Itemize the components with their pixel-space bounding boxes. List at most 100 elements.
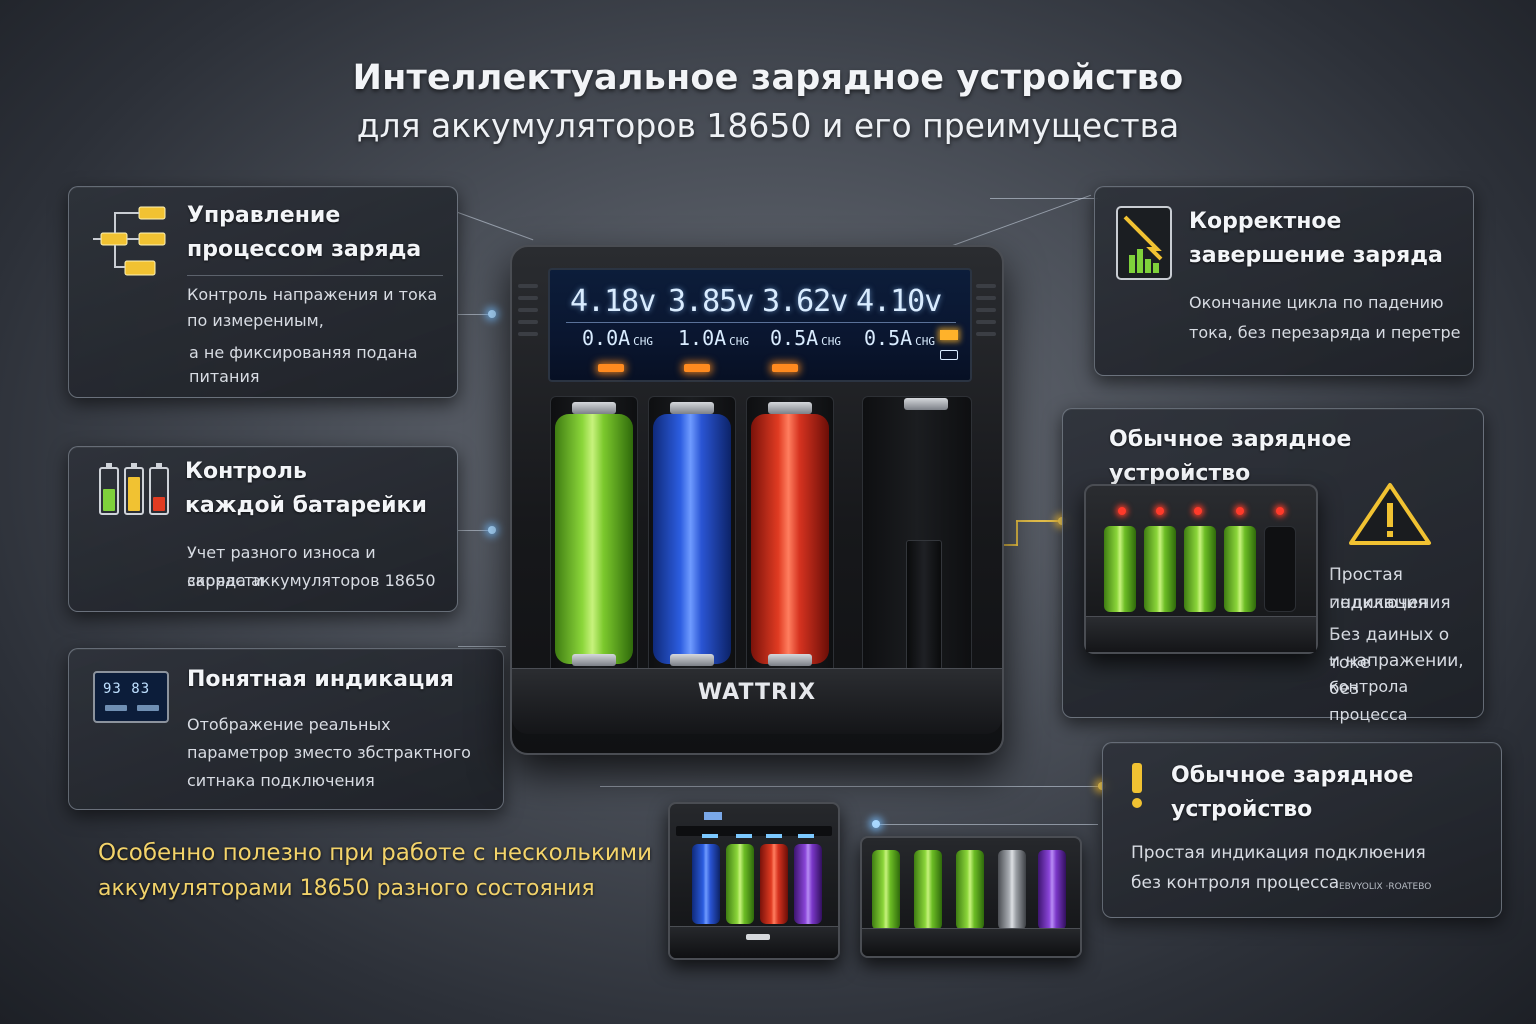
panel-title: Корректное — [1189, 209, 1342, 234]
led-strip — [798, 834, 814, 838]
page-subtitle: для аккумуляторов 18650 и его преимущест… — [356, 106, 1180, 145]
lcd-screen — [548, 268, 972, 382]
battery-cell — [1144, 526, 1176, 612]
battery-cell — [998, 850, 1026, 930]
connector-line — [949, 194, 1092, 247]
battery-blue — [653, 414, 731, 664]
battery-cell — [726, 844, 754, 924]
highlight-text: аккумуляторами 18650 разного состояния — [98, 876, 595, 901]
current-value: 1.0A — [678, 326, 727, 350]
panel-text: заряда аккумуляторов 18650 — [187, 571, 436, 590]
panel-text: без контроля процесса — [1131, 873, 1340, 893]
battery-terminal — [670, 402, 714, 414]
divider — [187, 275, 443, 276]
panel-text: и напражении, без — [1329, 651, 1464, 699]
panel-text: ситнака подключения — [187, 771, 375, 790]
vent — [518, 332, 538, 336]
battery-cell — [872, 850, 900, 930]
highlight-text: Особенно полезно при работе с нескольким… — [98, 840, 653, 866]
connector-line — [876, 824, 1098, 825]
panel-title: Обычное зарядное устройство — [1109, 427, 1352, 486]
battery-cell — [956, 850, 984, 930]
lcd-separator — [566, 322, 956, 323]
led-strip — [766, 834, 782, 838]
display-icon: 93 83 — [93, 671, 169, 723]
vent — [976, 284, 996, 288]
panel-text: Контроль напражения и тока — [187, 285, 438, 304]
battery-cell — [1184, 526, 1216, 612]
current-value: 0.5A — [864, 326, 913, 350]
brand-logo: WATTRIX — [697, 680, 817, 705]
battery-cell — [1224, 526, 1256, 612]
battery-cell — [1038, 850, 1066, 930]
panel-text: контрола процесса — [1329, 677, 1409, 724]
panel-title: процессом заряда — [187, 237, 422, 262]
status-label: CHG — [633, 335, 654, 348]
channel-led — [684, 364, 710, 372]
panel-text: а не фиксированяя подана — [189, 343, 418, 362]
battery-cell — [692, 844, 720, 924]
connector-dot — [488, 526, 496, 534]
page-title: Интеллектуальное зарядное устройство — [352, 58, 1184, 98]
empty-slot — [1264, 526, 1296, 612]
panel-title: Понятная индикация — [187, 667, 454, 692]
connector-line-gold — [1016, 520, 1018, 546]
battery-terminal — [904, 398, 948, 410]
connector-line — [600, 786, 1100, 787]
status-led — [1276, 507, 1284, 515]
battery-terminal — [572, 402, 616, 414]
panel-title: каждой батарейки — [185, 493, 427, 518]
panel-text: питания — [189, 367, 260, 386]
connector-line — [458, 530, 492, 531]
battery-cell — [1104, 526, 1136, 612]
panel-text: Учет разного износа и скорасти — [187, 543, 376, 590]
feature-panel-battery-control: Контроль каждой батарейки Учет разного и… — [68, 446, 458, 612]
connector-line — [458, 314, 492, 315]
warning-triangle-icon — [1349, 483, 1431, 545]
status-led — [1156, 507, 1164, 515]
status-led — [1236, 507, 1244, 515]
connector-line — [457, 212, 534, 241]
charge-complete-icon — [1116, 206, 1172, 280]
current-value: 0.5A — [770, 326, 819, 350]
flowchart-icon — [93, 206, 166, 276]
panel-title: завершение заряда — [1189, 243, 1443, 268]
vent — [976, 308, 996, 312]
status-label: CHG — [915, 335, 936, 348]
basic-charger-base — [862, 928, 1080, 956]
icon-digits: 93 83 — [103, 681, 151, 697]
connector-dot — [872, 820, 880, 828]
status-led — [1118, 507, 1126, 515]
channel-4-voltage: 4.10v — [856, 284, 942, 319]
slider-contact — [906, 540, 942, 670]
vent — [518, 308, 538, 312]
led-strip — [736, 834, 752, 838]
panel-text: подключения — [1329, 593, 1451, 613]
channel-2-voltage: 3.85v — [668, 284, 754, 319]
connector-line — [458, 646, 506, 647]
battery-terminal — [768, 402, 812, 414]
panel-title: Обычное зарядное — [1171, 763, 1414, 788]
panel-text: по измерениым, — [187, 311, 324, 330]
status-led — [1194, 507, 1202, 515]
panel-text: Отображение реальных — [187, 715, 391, 734]
lcd-indicator — [940, 330, 958, 340]
panel-text: Простая индикация — [1329, 565, 1428, 613]
channel-1-voltage: 4.18v — [570, 284, 656, 319]
footnote: EBVYOLIX ·ROATEBO — [1339, 882, 1432, 892]
vent — [518, 320, 538, 324]
panel-text: Простая индикация подклюения — [1131, 843, 1426, 863]
status-label: CHG — [729, 335, 750, 348]
channel-led — [598, 364, 624, 372]
battery-terminal — [768, 654, 812, 666]
vent — [976, 332, 996, 336]
battery-green — [555, 414, 633, 664]
battery-cell — [794, 844, 822, 924]
battery-terminal — [670, 654, 714, 666]
panel-title: Управление — [187, 203, 341, 228]
feature-panel-indication: 93 83 Понятная индикация Отображение реа… — [68, 648, 504, 810]
